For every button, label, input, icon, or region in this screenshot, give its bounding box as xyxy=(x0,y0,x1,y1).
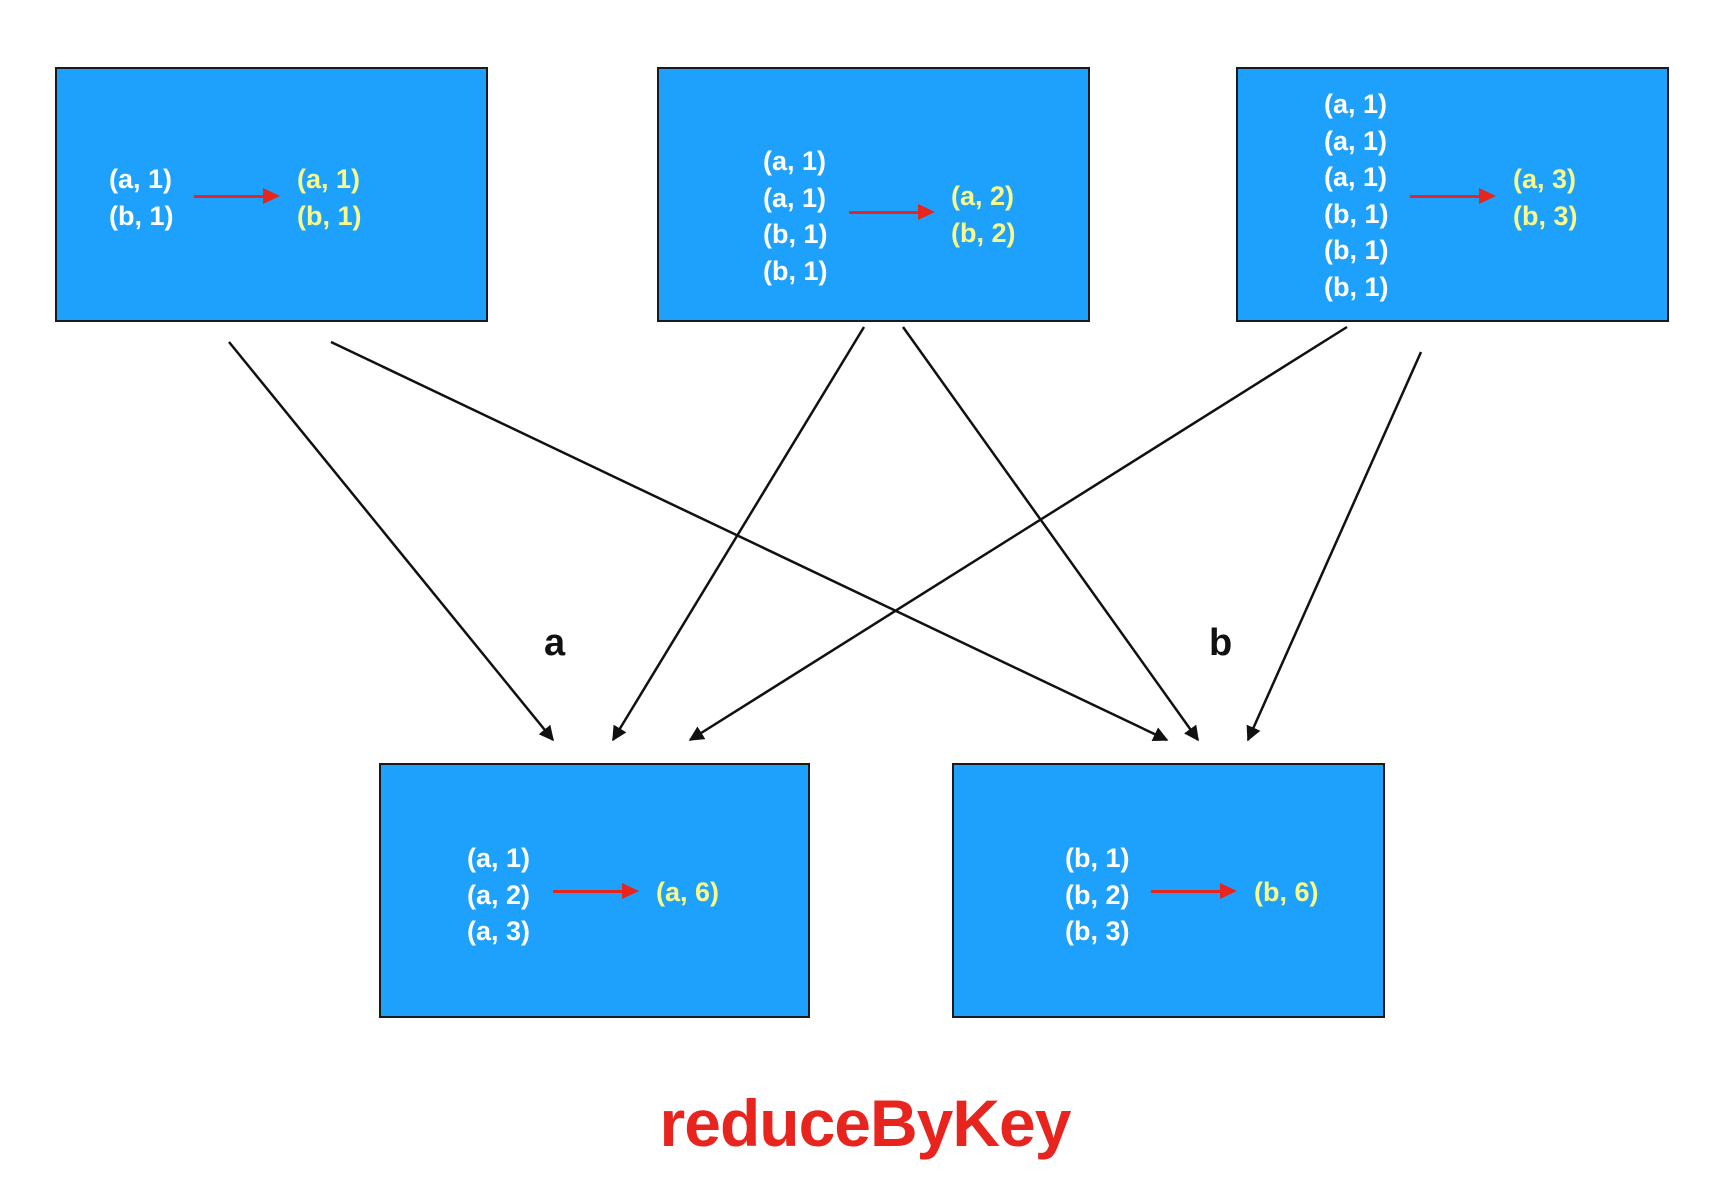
pair-output: (b, 2) xyxy=(951,217,1016,248)
partition-1-output: (a, 1) (b, 1) xyxy=(297,161,362,234)
edge-p2-to-a xyxy=(611,326,866,742)
pair-output: (b, 3) xyxy=(1513,200,1578,231)
pair-input: (b, 1) xyxy=(763,219,828,249)
reduce-arrow xyxy=(194,188,280,204)
reduce-arrow xyxy=(849,204,935,220)
partition-box-1: (a, 1) (b, 1) (a, 1) (b, 1) xyxy=(55,67,488,322)
edge-p3-to-b xyxy=(1246,351,1423,742)
pair-output: (a, 1) xyxy=(297,164,361,194)
edge-p1-to-a xyxy=(228,341,554,742)
reducer-b-input: (b, 1) (b, 2) (b, 3) xyxy=(1065,840,1130,950)
reduce-arrow xyxy=(1151,883,1237,899)
partition-1-input: (a, 1) (b, 1) xyxy=(109,161,174,234)
reducer-a-output: (a, 6) xyxy=(656,874,719,911)
pair-input: (b, 1) xyxy=(1324,198,1389,229)
pair-output: (a, 2) xyxy=(951,181,1015,211)
pair-output: (b, 6) xyxy=(1254,877,1319,907)
edge-p3-to-a xyxy=(688,325,1348,742)
key-label-a: a xyxy=(544,622,566,664)
pair-input: (a, 1) xyxy=(1324,89,1388,119)
diagram-title: reduceByKey xyxy=(659,1086,1072,1160)
pair-input: (b, 1) xyxy=(763,255,828,286)
reduce-arrow xyxy=(553,883,639,899)
reduce-arrow xyxy=(1410,188,1496,204)
pair-output: (b, 1) xyxy=(297,200,362,231)
reducer-box-a: (a, 1) (a, 2) (a, 3) (a, 6) xyxy=(379,763,810,1018)
pair-input: (b, 1) xyxy=(1324,235,1389,265)
pair-output: (a, 6) xyxy=(656,877,720,907)
reducer-box-b: (b, 1) (b, 2) (b, 3) (b, 6) xyxy=(952,763,1385,1018)
partition-box-3: (a, 1) (a, 1) (a, 1) (b, 1) (b, 1) (b, 1… xyxy=(1236,67,1669,322)
pair-input: (a, 1) xyxy=(1324,162,1388,192)
partition-2-input: (a, 1) (a, 1) (b, 1) (b, 1) xyxy=(763,143,828,289)
reducer-b-output: (b, 6) xyxy=(1254,874,1319,911)
pair-input: (a, 1) xyxy=(109,164,173,194)
partition-3-output: (a, 3) (b, 3) xyxy=(1513,161,1578,234)
partition-3-input: (a, 1) (a, 1) (a, 1) (b, 1) (b, 1) (b, 1… xyxy=(1324,86,1389,305)
pair-input: (b, 2) xyxy=(1065,879,1130,910)
reducer-a-input: (a, 1) (a, 2) (a, 3) xyxy=(467,840,530,950)
pair-input: (b, 1) xyxy=(1324,271,1389,302)
pair-input: (a, 1) xyxy=(1324,125,1388,156)
edge-p2-to-b xyxy=(901,326,1200,742)
pair-input: (a, 1) xyxy=(763,182,827,213)
pair-output: (a, 3) xyxy=(1513,164,1577,194)
pair-input: (a, 1) xyxy=(467,843,531,873)
pair-input: (a, 1) xyxy=(763,146,827,176)
edge-p1-to-b xyxy=(330,340,1169,742)
pair-input: (b, 1) xyxy=(109,200,174,231)
pair-input: (a, 3) xyxy=(467,916,531,946)
pair-input: (a, 2) xyxy=(467,879,531,910)
pair-input: (b, 1) xyxy=(1065,843,1130,873)
key-label-b: b xyxy=(1209,622,1233,664)
pair-input: (b, 3) xyxy=(1065,916,1130,946)
partition-2-output: (a, 2) (b, 2) xyxy=(951,178,1016,251)
partition-box-2: (a, 1) (a, 1) (b, 1) (b, 1) (a, 2) (b, 2… xyxy=(657,67,1090,322)
